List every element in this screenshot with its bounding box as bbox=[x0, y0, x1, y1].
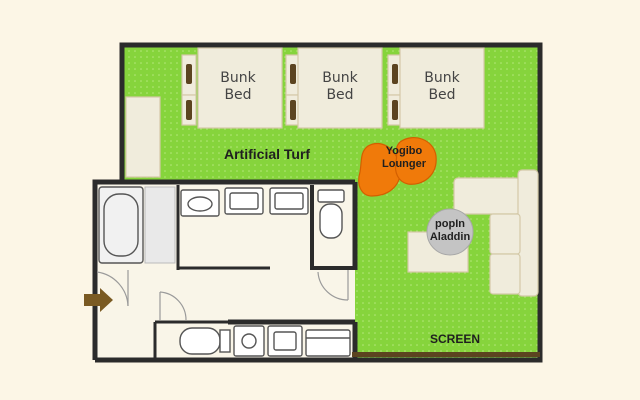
inner-walls bbox=[153, 185, 355, 358]
yogibo-lounger bbox=[358, 137, 437, 197]
bathtub-icon bbox=[98, 186, 144, 264]
sink-icon bbox=[180, 189, 220, 217]
storage-cabinet bbox=[125, 96, 161, 178]
artificial-turf-label: Artificial Turf bbox=[224, 146, 311, 162]
projector-icon bbox=[426, 208, 474, 256]
entrance-arrow-icon bbox=[84, 288, 113, 312]
shower-area bbox=[144, 186, 176, 264]
kitchen-sinks bbox=[224, 187, 309, 215]
washer-icon bbox=[305, 329, 351, 357]
sofa bbox=[453, 169, 539, 297]
screen-label: SCREEN bbox=[430, 332, 481, 346]
bunk-bed-pillows bbox=[186, 64, 398, 120]
toilet-icon bbox=[317, 189, 345, 239]
toilet-bottom bbox=[179, 327, 231, 355]
stove-icon bbox=[233, 325, 265, 357]
door-swings bbox=[96, 270, 349, 321]
screen-bar bbox=[352, 352, 540, 357]
counter-sink bbox=[267, 325, 303, 357]
